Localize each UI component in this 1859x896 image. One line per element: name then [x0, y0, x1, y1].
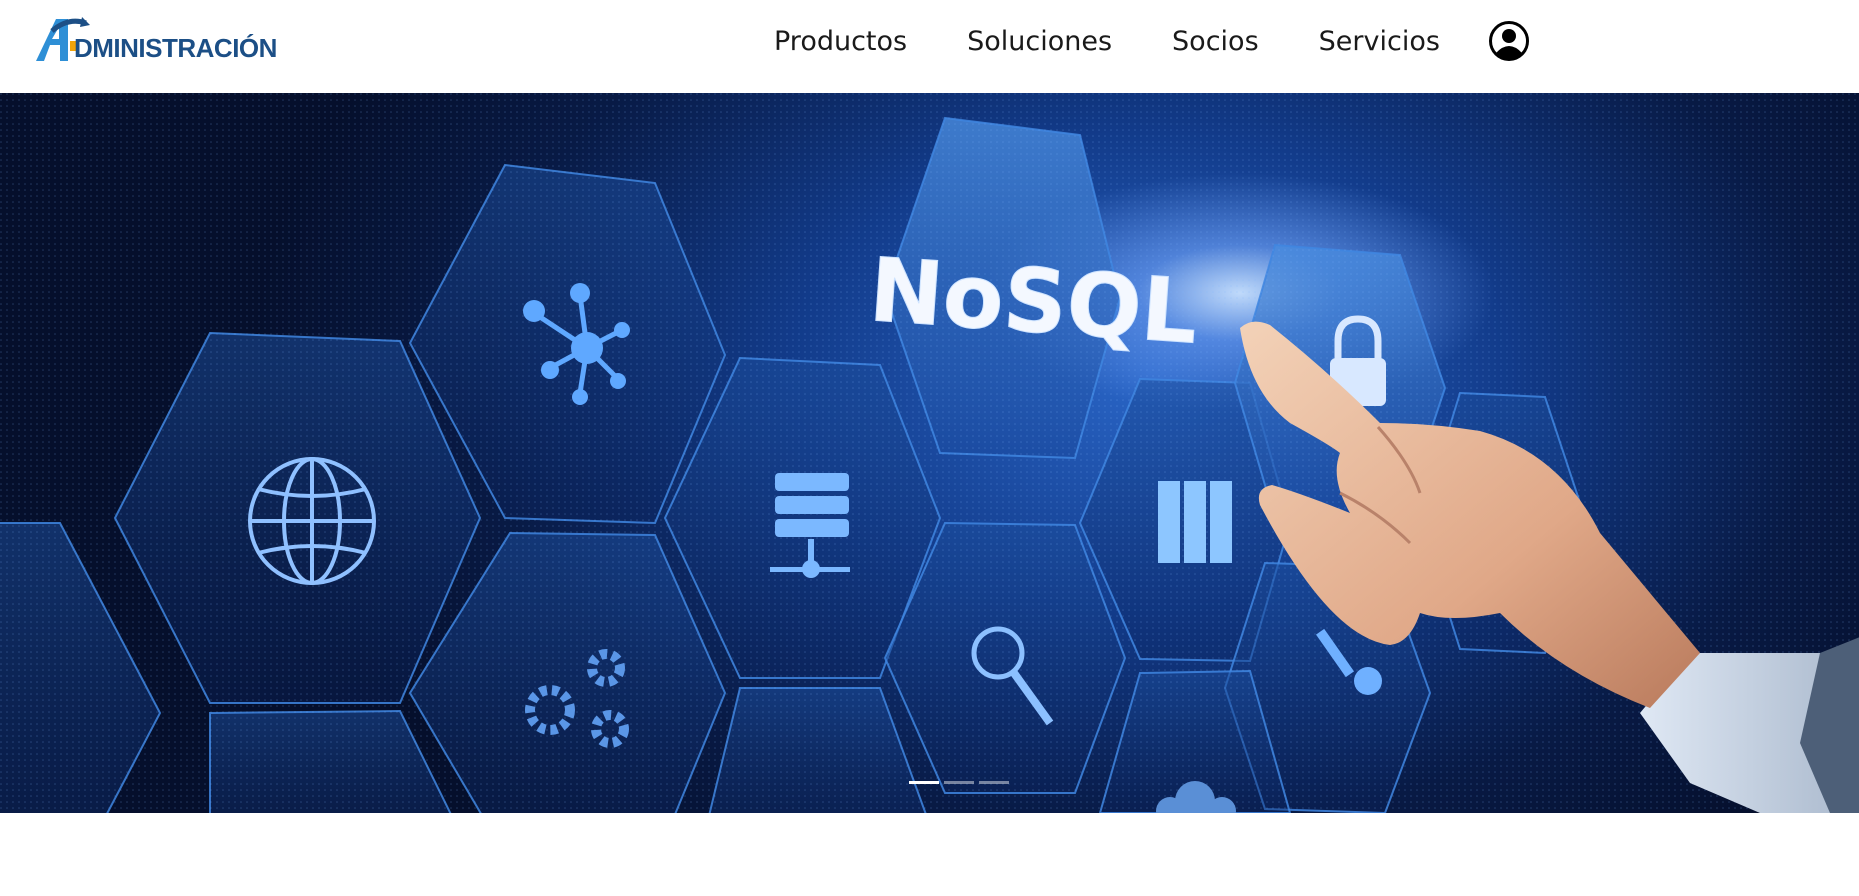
hero-banner: NoSQL	[0, 93, 1859, 813]
carousel-dot-2[interactable]	[944, 781, 974, 784]
nav-item-servicios[interactable]: Servicios	[1318, 25, 1440, 57]
top-navbar: DMINISTRACIÓN Productos Soluciones Socio…	[0, 0, 1859, 93]
carousel-dot-1[interactable]	[909, 781, 939, 784]
brand-logo[interactable]: DMINISTRACIÓN	[34, 15, 294, 63]
main-nav: Productos Soluciones Socios Servicios	[774, 0, 1530, 82]
network-icon	[523, 283, 630, 405]
server-racks-icon	[1158, 481, 1232, 563]
hero-headline: NoSQL	[866, 238, 1201, 364]
globe-icon	[248, 457, 376, 585]
database-server-icon	[770, 473, 850, 578]
dot-overlay	[0, 93, 1859, 813]
gears-icon	[525, 649, 629, 748]
logo-text: DMINISTRACIÓN	[74, 33, 277, 63]
nav-item-socios[interactable]: Socios	[1172, 25, 1259, 57]
magnifier-icon	[971, 626, 1054, 726]
nav-item-productos[interactable]: Productos	[774, 25, 908, 57]
cloud-icon	[1156, 781, 1236, 813]
carousel-indicators	[909, 781, 1014, 785]
logo-mark-icon	[36, 17, 90, 61]
hero-scene: NoSQL	[0, 93, 1859, 813]
key-icon	[1315, 628, 1382, 695]
nav-item-soluciones[interactable]: Soluciones	[967, 25, 1113, 57]
user-circle-icon[interactable]	[1488, 20, 1530, 62]
carousel-dot-3[interactable]	[979, 781, 1009, 784]
pointing-hand	[1240, 321, 1859, 813]
